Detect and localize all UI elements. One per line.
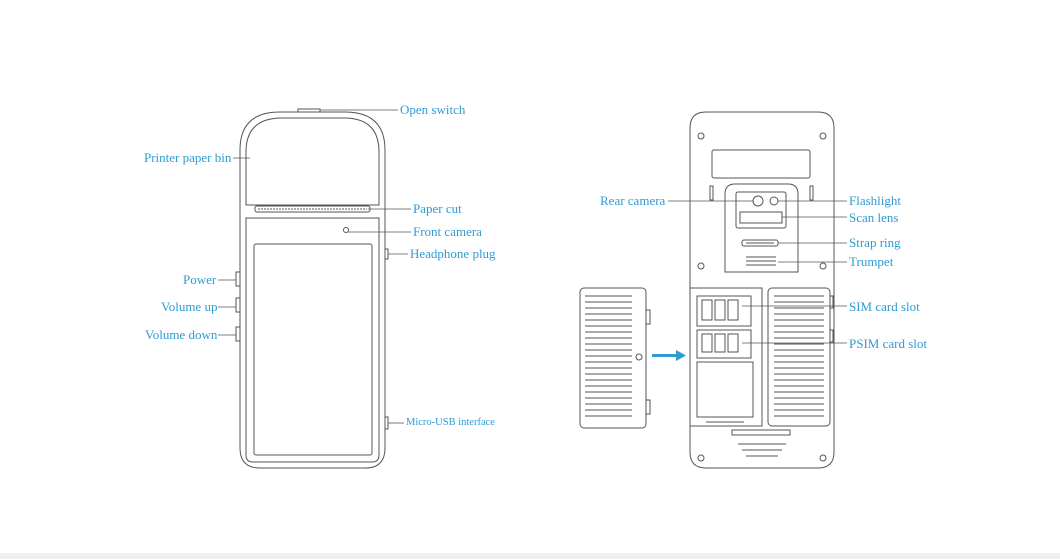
rear-printer-window xyxy=(711,149,811,179)
label-rear-camera: Rear camera xyxy=(600,193,666,208)
power-button xyxy=(235,271,241,287)
label-sim-card-slot: SIM card slot xyxy=(849,299,920,314)
label-volume-down: Volume down xyxy=(145,327,218,342)
rear-view xyxy=(689,111,835,469)
label-micro-usb: Micro-USB interface xyxy=(406,417,495,428)
volume-up-button xyxy=(235,297,241,313)
camera-window xyxy=(735,191,787,229)
front-camera-lens xyxy=(343,227,349,233)
label-trumpet: Trumpet xyxy=(849,254,894,269)
screen xyxy=(253,243,373,456)
front-view xyxy=(235,108,389,469)
camera-module xyxy=(724,183,799,273)
battery-cover-grill xyxy=(585,295,632,417)
rear-grill-panel xyxy=(767,287,831,427)
front-leaders xyxy=(218,109,411,424)
printer-lid xyxy=(245,117,380,206)
battery-bay xyxy=(696,361,754,418)
label-psim-card-slot: PSIM card slot xyxy=(849,336,927,351)
flashlight-lens xyxy=(769,196,779,206)
open-switch-notch xyxy=(297,108,321,112)
label-open-switch: Open switch xyxy=(400,102,466,117)
headphone-port xyxy=(384,248,389,260)
bottom-divider xyxy=(0,553,1060,559)
rear-camera-lens xyxy=(752,195,764,207)
scan-lens-window xyxy=(739,211,783,224)
rear-grill-lines xyxy=(774,295,824,417)
label-headphone-plug: Headphone plug xyxy=(410,246,496,261)
label-power: Power xyxy=(183,272,217,287)
battery-compartment xyxy=(689,287,763,427)
label-printer-paper-bin: Printer paper bin xyxy=(144,150,232,165)
front-body-outline xyxy=(239,111,386,469)
label-volume-up: Volume up xyxy=(161,299,218,314)
psim-holder xyxy=(696,329,752,359)
rear-body-outline xyxy=(689,111,835,469)
label-scan-lens: Scan lens xyxy=(849,210,899,225)
trumpet-grille xyxy=(746,256,776,266)
label-paper-cut: Paper cut xyxy=(413,201,462,216)
rear-leaders xyxy=(668,200,847,344)
label-strap-ring: Strap ring xyxy=(849,235,901,250)
sim-holder xyxy=(696,295,752,327)
insert-arrow-icon xyxy=(652,350,686,361)
volume-down-button xyxy=(235,326,241,342)
usb-port xyxy=(384,416,389,430)
label-front-camera: Front camera xyxy=(413,224,482,239)
front-panel xyxy=(245,217,380,463)
battery-cover xyxy=(579,287,651,429)
label-flashlight: Flashlight xyxy=(849,193,902,208)
